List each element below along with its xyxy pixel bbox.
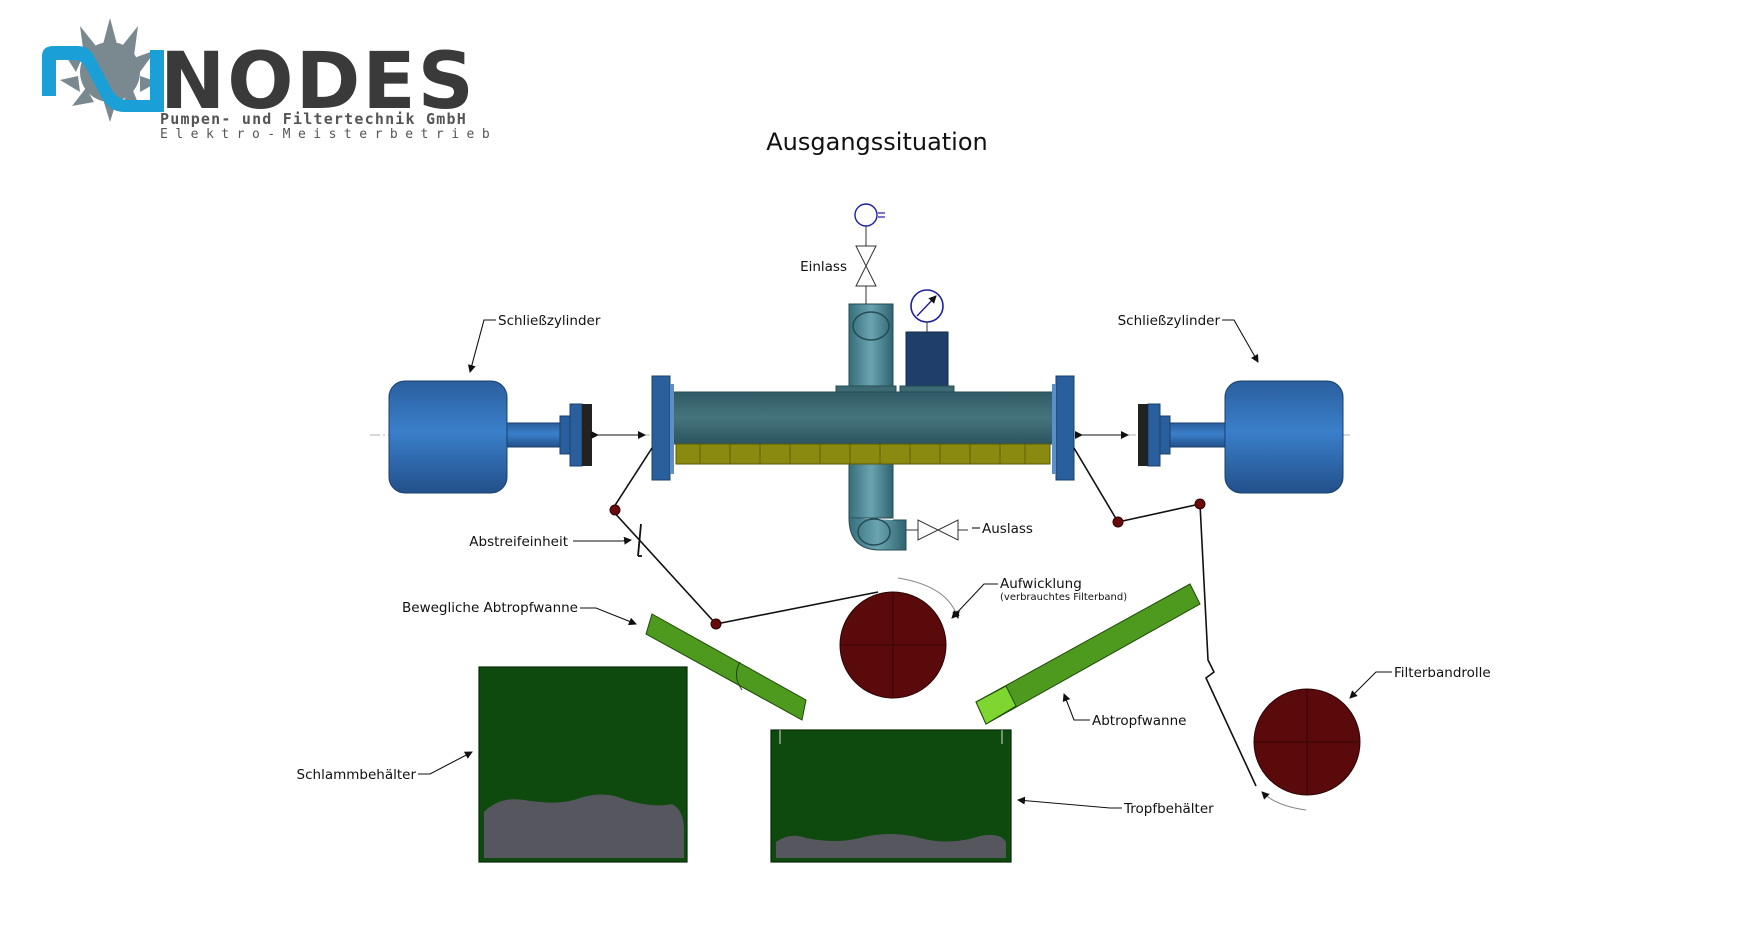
closing-cylinder-right	[1138, 380, 1344, 494]
filter-roll-leader	[1349, 671, 1392, 699]
diagram-title: Ausgangssituation	[766, 128, 988, 156]
company-logo: NODES Pumpen- und Filtertechnik GmbH Ele…	[42, 18, 497, 142]
closing-cylinder-left	[388, 380, 592, 494]
roll-rotation-arrow	[1261, 791, 1307, 811]
sludge-container-leader	[418, 751, 473, 775]
outlet-valve-icon	[906, 519, 968, 541]
scraper-leader	[573, 536, 632, 545]
movable-tray-label: Bewegliche Abtropfwanne	[402, 600, 578, 616]
movable-drip-tray	[645, 613, 807, 721]
drip-tray	[975, 583, 1201, 725]
inlet-instrument	[854, 203, 885, 304]
guide-roller	[609, 498, 1206, 630]
drip-tray-leader	[1062, 693, 1090, 721]
drip-container-leader	[1017, 796, 1122, 809]
pressure-gauge-icon	[910, 289, 944, 332]
filter-band-roll	[1253, 688, 1361, 796]
winding-leader	[951, 583, 998, 619]
logo-line2: Elektro-Meisterbetrieb	[160, 127, 497, 142]
outlet-label: Auslass	[982, 521, 1033, 537]
movable-tray-leader	[580, 607, 637, 626]
filter-roll-label: Filterbandrolle	[1394, 665, 1491, 681]
filter-housing	[651, 303, 1075, 551]
winding-label: Aufwicklung	[1000, 576, 1082, 592]
cylinder-left-leader	[467, 319, 496, 373]
sludge-container-label: Schlammbehälter	[297, 767, 417, 783]
winding-roll	[839, 591, 947, 699]
cylinder-right-label: Schließzylinder	[1118, 313, 1221, 329]
drip-tray-label: Abtropfwanne	[1092, 713, 1186, 729]
logo-line1: Pumpen- und Filtertechnik GmbH	[160, 110, 467, 128]
cylinder-left-label: Schließzylinder	[498, 313, 601, 329]
drip-container	[770, 729, 1012, 863]
wave-icon	[42, 46, 164, 112]
scraper-label: Abstreifeinheit	[469, 534, 568, 550]
sludge-container	[478, 666, 688, 863]
cylinder-right-leader	[1222, 319, 1259, 363]
winding-note: (verbrauchtes Filterband)	[1000, 592, 1127, 603]
scraper-unit	[637, 523, 642, 557]
drip-container-label: Tropfbehälter	[1123, 801, 1214, 817]
logo-brand: NODES	[160, 37, 476, 127]
inlet-label: Einlass	[800, 259, 847, 275]
